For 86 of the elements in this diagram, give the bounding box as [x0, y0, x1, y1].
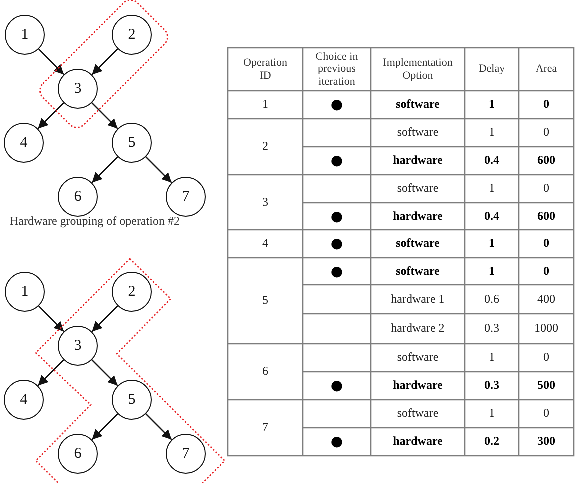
option-name: software — [396, 264, 440, 278]
arrow — [146, 156, 172, 184]
operation-id: 3 — [262, 196, 268, 210]
delay-value: 0.6 — [484, 292, 500, 306]
choice-dot-icon: ● — [330, 98, 344, 112]
operation-circle: 3 — [58, 326, 98, 366]
operation-circle: 2 — [112, 272, 152, 312]
operation-circle: 5 — [112, 123, 152, 163]
arrow — [92, 360, 118, 386]
arrow — [92, 306, 118, 332]
choice-dot-icon: ● — [330, 379, 344, 393]
column-header: Delay — [478, 63, 506, 76]
area-value: 0 — [544, 264, 550, 278]
option-name: hardware 1 — [391, 292, 445, 306]
area-value: 0 — [544, 237, 550, 251]
choice-dot-icon: ● — [330, 237, 344, 251]
delay-value: 1 — [489, 98, 495, 112]
delay-value: 1 — [489, 237, 495, 251]
operation-circle: 4 — [4, 380, 44, 420]
grouping-outline — [34, 257, 227, 483]
option-name: hardware — [393, 210, 443, 224]
area-value: 0 — [544, 407, 550, 421]
area-value: 300 — [538, 435, 556, 449]
operation-id: 1 — [262, 98, 268, 112]
option-name: software — [396, 98, 440, 112]
column-header: Area — [536, 63, 558, 76]
area-value: 600 — [538, 154, 556, 168]
delay-value: 1 — [489, 407, 495, 421]
area-value: 0 — [544, 126, 550, 140]
choice-dot-icon: ● — [330, 435, 344, 449]
option-name: hardware — [393, 154, 443, 168]
arrow — [38, 48, 64, 76]
operation-circle: 6 — [58, 434, 98, 474]
option-name: hardware — [393, 379, 443, 393]
option-name: software — [397, 407, 439, 421]
area-value: 600 — [538, 210, 556, 224]
column-header: Implementation Option — [382, 57, 454, 82]
option-name: software — [397, 126, 439, 140]
figure-caption: Hardware grouping of operation #2 — [10, 214, 180, 229]
operation-id: 4 — [262, 237, 268, 251]
arrow — [38, 306, 64, 332]
option-name: hardware 2 — [391, 322, 445, 336]
delay-value: 1 — [489, 182, 495, 196]
delay-value: 1 — [489, 351, 495, 365]
choice-dot-icon: ● — [330, 210, 344, 224]
operation-id: 5 — [262, 294, 268, 308]
arrow — [146, 414, 172, 440]
arrow — [92, 48, 118, 76]
operation-id: 6 — [262, 365, 268, 379]
operation-circle: 3 — [58, 69, 98, 109]
delay-value: 0.2 — [484, 435, 500, 449]
operation-circle: 1 — [5, 15, 45, 55]
operation-circle: 7 — [166, 434, 206, 474]
operation-circle: 1 — [5, 272, 45, 312]
delay-value: 0.3 — [484, 322, 500, 336]
operation-circle: 6 — [58, 177, 98, 217]
option-name: hardware — [393, 435, 443, 449]
operation-circle: 4 — [4, 123, 44, 163]
choice-dot-icon: ● — [330, 264, 344, 278]
area-value: 1000 — [534, 322, 558, 336]
operation-id: 2 — [262, 140, 268, 154]
option-name: software — [397, 351, 439, 365]
area-value: 400 — [538, 292, 556, 306]
area-value: 0 — [544, 98, 550, 112]
delay-value: 1 — [489, 264, 495, 278]
operation-circle: 2 — [112, 15, 152, 55]
column-header: Choice in previous iteration — [314, 51, 360, 88]
area-value: 0 — [544, 182, 550, 196]
option-name: software — [397, 182, 439, 196]
column-header: Operation ID — [242, 57, 288, 82]
choice-dot-icon: ● — [330, 154, 344, 168]
operation-id: 7 — [262, 421, 268, 435]
area-value: 500 — [538, 379, 556, 393]
arrow — [92, 102, 118, 130]
area-value: 0 — [544, 351, 550, 365]
arrow — [92, 156, 118, 184]
delay-value: 0.3 — [484, 379, 500, 393]
delay-value: 0.4 — [484, 210, 500, 224]
operation-circle: 5 — [112, 380, 152, 420]
arrow — [38, 360, 64, 386]
arrow — [92, 414, 118, 440]
option-name: software — [396, 237, 440, 251]
delay-value: 0.4 — [484, 154, 500, 168]
arrow — [38, 102, 64, 130]
delay-value: 1 — [489, 126, 495, 140]
operation-circle: 7 — [166, 177, 206, 217]
